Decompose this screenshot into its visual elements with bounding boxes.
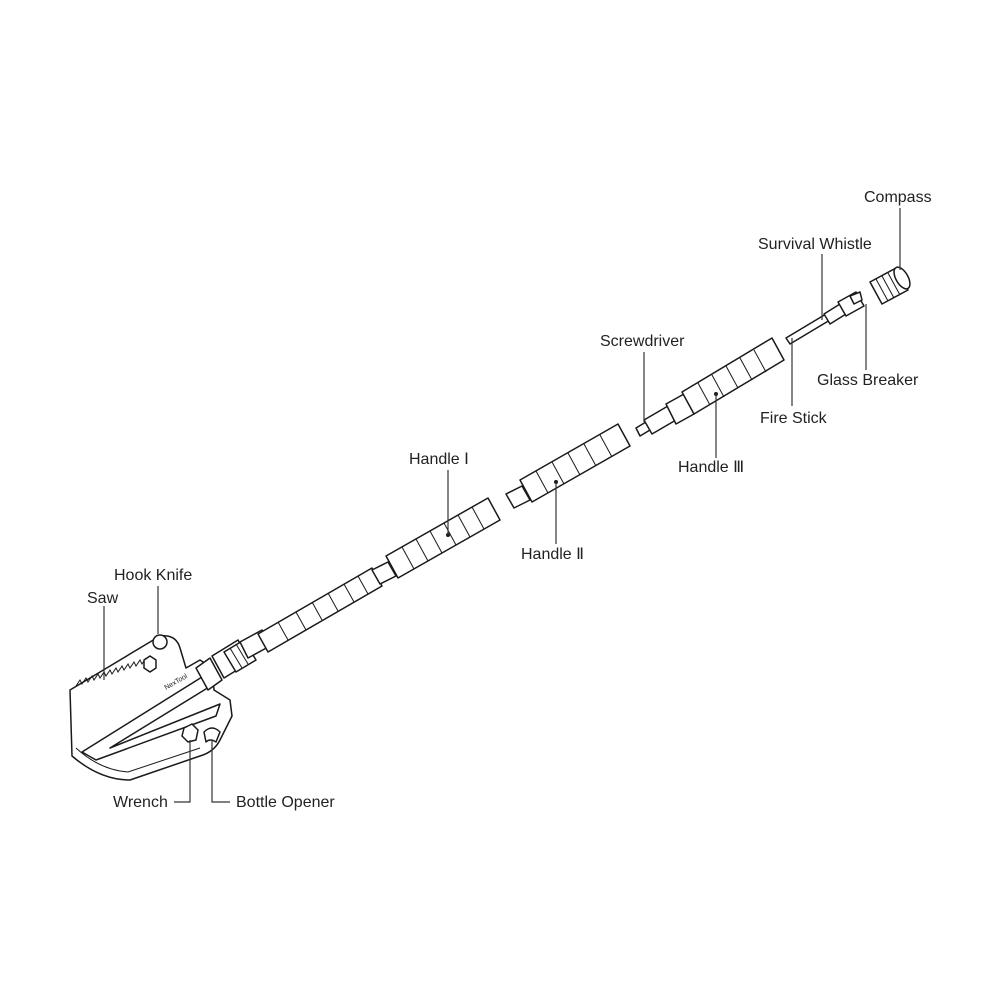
label-survival-whistle: Survival Whistle [758, 236, 872, 253]
handle-3 [643, 337, 785, 435]
wrench-hex [181, 723, 199, 743]
label-screwdriver: Screwdriver [600, 333, 685, 350]
label-handle-3: Handle Ⅲ [678, 459, 745, 476]
leader-bottle-opener [211, 740, 230, 803]
bottle-opener-slot [203, 727, 221, 743]
label-saw: Saw [87, 590, 119, 607]
handle-1 [371, 497, 501, 585]
label-handle-1: Handle Ⅰ [409, 451, 469, 468]
hook-knife-notch [152, 634, 168, 650]
label-bottle-opener: Bottle Opener [236, 794, 335, 811]
lower-shaft-ribs [277, 575, 369, 641]
label-hook-knife: Hook Knife [114, 567, 193, 584]
label-fire-stick: Fire Stick [760, 410, 827, 427]
shovel-collar [195, 629, 271, 691]
blade-hex-hole [143, 655, 157, 673]
leader-wrench [174, 740, 191, 803]
compass-part [869, 266, 911, 305]
leader-lines [103, 208, 901, 803]
lower-shaft [257, 567, 383, 653]
label-glass-breaker: Glass Breaker [817, 372, 919, 389]
label-handle-2: Handle Ⅱ [521, 546, 585, 563]
whistle-part [823, 291, 865, 325]
label-compass: Compass [864, 189, 932, 206]
handle-2 [505, 423, 631, 509]
saw-teeth [75, 657, 147, 687]
label-wrench: Wrench [113, 794, 168, 811]
